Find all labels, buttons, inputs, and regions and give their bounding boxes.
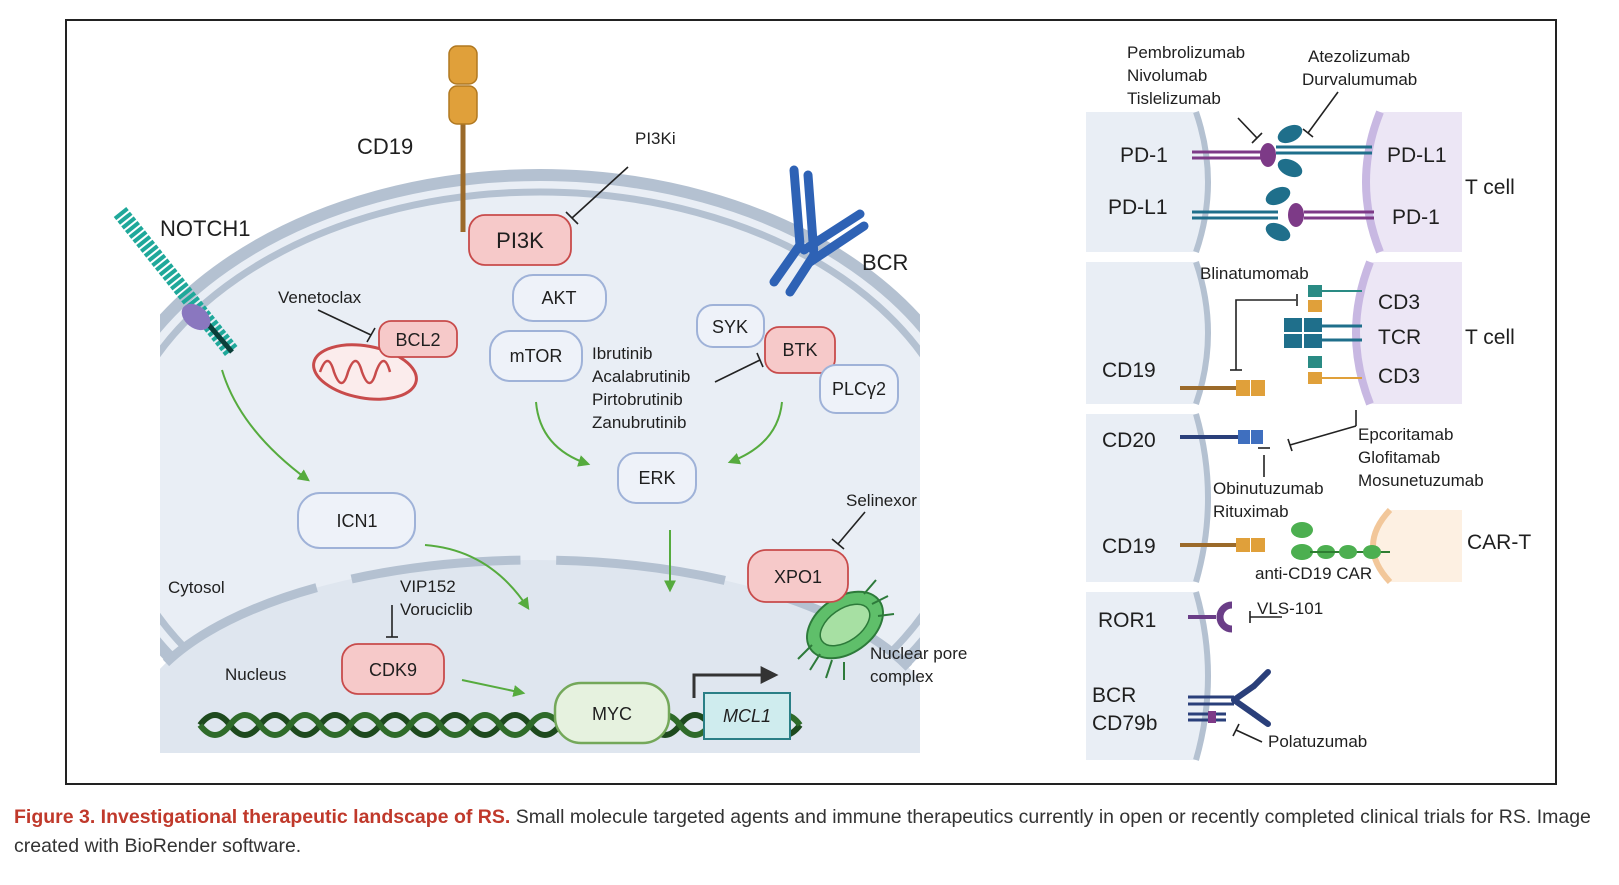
- svg-text:PI3K: PI3K: [496, 228, 544, 253]
- box-btk: BTK: [764, 326, 836, 374]
- label-notch1: NOTCH1: [160, 216, 250, 241]
- nuclear-pore-complex: [797, 579, 895, 680]
- svg-text:mTOR: mTOR: [510, 346, 563, 366]
- cell-membrane-inner: [160, 188, 920, 753]
- box-pi3k: PI3K: [468, 214, 572, 266]
- label-mosunetuzumab: Mosunetuzumab: [1358, 471, 1484, 490]
- label-cart: CAR-T: [1467, 531, 1531, 554]
- svg-text:PLCγ2: PLCγ2: [832, 379, 886, 399]
- label-rituximab: Rituximab: [1213, 502, 1289, 521]
- label-bcr-p4: BCR: [1092, 684, 1136, 707]
- label-bcr: BCR: [862, 250, 908, 275]
- cd19-receptor: [448, 45, 478, 232]
- mitochondrion: [312, 343, 418, 401]
- label-venetoclax: Venetoclax: [278, 288, 362, 307]
- label-cd19-p3: CD19: [1102, 535, 1156, 558]
- svg-text:AKT: AKT: [541, 288, 576, 308]
- box-erk: ERK: [617, 452, 697, 504]
- svg-text:XPO1: XPO1: [774, 567, 822, 587]
- svg-text:SYK: SYK: [712, 317, 748, 337]
- label-nuclear-pore: Nuclear pore: [870, 644, 967, 663]
- bcr-receptor: [769, 165, 869, 297]
- panel-adc: ROR1 VLS-101 BCR CD79b Polatuzumab: [1086, 591, 1462, 761]
- box-mcl1: MCL1: [703, 692, 791, 740]
- label-cd3-top: CD3: [1378, 291, 1420, 314]
- label-pd1-right: PD-1: [1392, 206, 1440, 229]
- box-mtor: mTOR: [489, 330, 583, 382]
- label-cd19: CD19: [357, 134, 413, 159]
- panel-checkpoint: Pembrolizumab Nivolumab Tislelizumab Ate…: [1086, 43, 1515, 254]
- label-selinexor: Selinexor: [846, 491, 917, 510]
- box-cdk9: CDK9: [341, 643, 445, 695]
- label-vls101: VLS-101: [1257, 599, 1323, 618]
- panel-bite: Blinatumomab CD19 CD3 TCR CD3 T cell: [1086, 260, 1515, 406]
- label-vip152: VIP152: [400, 577, 456, 596]
- label-polatuzumab: Polatuzumab: [1268, 732, 1367, 751]
- box-akt: AKT: [512, 274, 607, 322]
- box-xpo1: XPO1: [747, 549, 849, 603]
- label-cd20: CD20: [1102, 429, 1156, 452]
- label-zanubrutinib: Zanubrutinib: [592, 413, 687, 432]
- label-pirtobrutinib: Pirtobrutinib: [592, 390, 683, 409]
- label-nivolumab: Nivolumab: [1127, 66, 1207, 85]
- cell-membrane-outer: [160, 169, 920, 753]
- figure-caption: Figure 3. Investigational therapeutic la…: [14, 803, 1604, 861]
- box-myc: MYC: [553, 681, 671, 745]
- label-cd79b: CD79b: [1092, 712, 1157, 735]
- dna-helix: [197, 712, 803, 738]
- label-tcell-1: T cell: [1465, 176, 1515, 199]
- pathway-arrows: [221, 369, 783, 697]
- label-cd3-bottom: CD3: [1378, 365, 1420, 388]
- svg-text:BTK: BTK: [782, 340, 817, 360]
- box-icn1: ICN1: [297, 492, 416, 549]
- svg-text:CDK9: CDK9: [369, 660, 417, 680]
- svg-text:MCL1: MCL1: [723, 706, 771, 726]
- svg-text:ERK: ERK: [638, 468, 675, 488]
- label-tcell-2: T cell: [1465, 326, 1515, 349]
- svg-text:ICN1: ICN1: [336, 511, 377, 531]
- label-pd1-left: PD-1: [1120, 144, 1168, 167]
- label-tislelizumab: Tislelizumab: [1127, 89, 1221, 108]
- label-glofitamab: Glofitamab: [1358, 448, 1440, 467]
- box-bcl2: BCL2: [378, 320, 458, 358]
- transcription-arrow: [692, 666, 779, 698]
- label-nuclear-pore-complex: complex: [870, 667, 934, 686]
- svg-text:MYC: MYC: [592, 704, 632, 724]
- label-acalabrutinib: Acalabrutinib: [592, 367, 690, 386]
- label-voruciclib: Voruciclib: [400, 600, 473, 619]
- label-anti-cd19-car: anti-CD19 CAR: [1255, 564, 1372, 583]
- label-cd19-p2: CD19: [1102, 359, 1156, 382]
- inhibitor-lines: [317, 166, 866, 638]
- cell-panel: PI3K AKT mTOR BCL2 SYK BTK PLCγ2 ERK: [113, 45, 967, 753]
- notch1-receptor: [113, 207, 239, 357]
- label-pi3ki: PI3Ki: [635, 129, 676, 148]
- label-blinatumomab: Blinatumomab: [1200, 264, 1309, 283]
- svg-text:BCL2: BCL2: [395, 330, 440, 350]
- box-syk: SYK: [696, 304, 765, 348]
- label-ibrutinib: Ibrutinib: [592, 344, 652, 363]
- figure-diagram: PI3K AKT mTOR BCL2 SYK BTK PLCγ2 ERK: [65, 19, 1557, 785]
- label-obinutuzumab: Obinutuzumab: [1213, 479, 1324, 498]
- label-pdl1-left: PD-L1: [1108, 196, 1168, 219]
- label-pdl1-right: PD-L1: [1387, 144, 1447, 167]
- label-atezolizumab: Atezolizumab: [1308, 47, 1410, 66]
- label-durvalumumab: Durvalumumab: [1302, 70, 1417, 89]
- label-ror1: ROR1: [1098, 609, 1156, 632]
- label-nucleus: Nucleus: [225, 665, 286, 684]
- caption-text: Small molecule targeted agents and immun…: [14, 806, 1591, 857]
- label-tcr: TCR: [1378, 326, 1421, 349]
- label-cytosol: Cytosol: [168, 578, 225, 597]
- caption-title: Figure 3. Investigational therapeutic la…: [14, 806, 511, 828]
- label-pembrolizumab: Pembrolizumab: [1127, 43, 1245, 62]
- panel-cd20-cart: CD20 CD19 Obinutuzumab Rituximab Epcorit…: [1086, 410, 1531, 585]
- label-epcoritamab: Epcoritamab: [1358, 425, 1453, 444]
- box-plcg2: PLCγ2: [819, 364, 899, 414]
